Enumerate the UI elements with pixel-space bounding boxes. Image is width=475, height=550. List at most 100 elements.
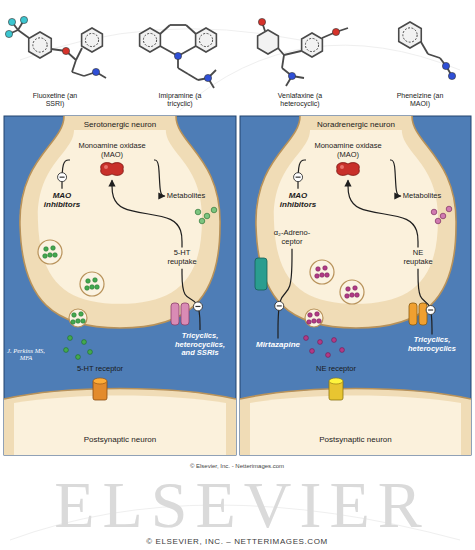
neuron-outline — [240, 385, 471, 455]
molecule-ring — [29, 32, 52, 58]
drug-box: Mirtazapine — [254, 338, 302, 351]
artist-signature: J. Perkins MS, MFA — [6, 347, 46, 362]
molecule-ring — [82, 28, 103, 52]
neurotransmitter — [85, 286, 90, 291]
molecule-bond — [282, 55, 284, 68]
node-label: 5-HT receptor — [77, 365, 123, 374]
node-label: NE reuptake — [398, 249, 438, 266]
inhibition-symbol — [193, 302, 202, 311]
neuron-membrane — [240, 389, 471, 400]
drug-name: Imipramine (a tricyclic) — [154, 92, 206, 108]
vesicle — [38, 240, 62, 264]
atom — [5, 30, 12, 37]
panel — [240, 116, 471, 455]
neurotransmitter — [312, 319, 317, 324]
metabolite — [195, 209, 201, 215]
atom — [204, 74, 211, 81]
neurotransmitter — [346, 287, 351, 292]
neurotransmitter — [72, 313, 77, 318]
atom — [62, 47, 69, 54]
neurotransmitter — [43, 254, 48, 259]
metabolite — [446, 206, 452, 212]
serotonin-receptor — [93, 378, 107, 384]
molecule-bond — [186, 25, 196, 34]
neurotransmitter — [93, 278, 98, 283]
vesicle — [310, 260, 334, 284]
presynaptic-neuron: Monoamine oxidase (MAO)MetabolitesMAO in… — [250, 116, 462, 330]
norepinephrine-molecule — [326, 353, 331, 358]
norepinephrine-molecule — [332, 338, 337, 343]
postsynaptic-neuron: Postsynaptic neuron — [4, 385, 236, 455]
atom — [258, 18, 265, 25]
molecule-bond — [284, 51, 301, 55]
neuron-highlight — [38, 130, 202, 304]
node-label: Metabolites — [403, 192, 441, 201]
molecule-bond — [278, 48, 284, 55]
atom — [92, 68, 99, 75]
drug-name: Phenelzine (an MAOI) — [394, 92, 446, 108]
aromatic-circle — [403, 28, 417, 42]
molecule-bond — [170, 24, 186, 26]
enzyme-highlight — [340, 165, 344, 169]
enzyme-box: Monoamine oxidase (MAO) — [306, 140, 390, 180]
molecule-bond — [160, 25, 170, 34]
vesicle — [80, 272, 104, 296]
enzyme-shape — [101, 163, 124, 176]
molecule-ring — [258, 30, 279, 54]
aromatic-circle — [199, 33, 212, 46]
neurotransmitter — [86, 279, 91, 284]
neuron-label: Postsynaptic neuron — [240, 435, 471, 444]
neuron-highlight — [14, 396, 226, 456]
molecule-bond — [178, 68, 188, 74]
serotonin-molecule — [68, 336, 73, 341]
serotonin-molecule — [88, 350, 93, 355]
node-label: MAO inhibitors — [40, 191, 84, 209]
neurotransmitter — [95, 285, 100, 290]
molecule-ring — [140, 28, 161, 52]
neuron-highlight — [274, 130, 438, 304]
receptor-box: 5-HT receptor — [75, 363, 125, 376]
metabolites-box: Metabolites — [401, 190, 443, 203]
transporter-box: 5-HT reuptake — [160, 247, 204, 268]
node-label: 5-HT reuptake — [162, 249, 202, 266]
reuptake-transporter — [419, 303, 427, 325]
enzyme-box: Monoamine oxidase (MAO) — [70, 140, 154, 180]
metabolite — [435, 218, 441, 224]
molecule-bond — [18, 30, 29, 38]
reuptake-transporter — [171, 303, 179, 325]
neurotransmitter — [71, 320, 76, 325]
aromatic-circle — [143, 33, 156, 46]
inhibition-symbol — [277, 305, 282, 306]
aromatic-circle — [85, 33, 98, 46]
neuron-body — [256, 116, 456, 328]
neuron-body — [240, 389, 471, 456]
neuron-body — [20, 116, 220, 328]
reuptake-transporter — [409, 303, 417, 325]
copyright-note: © Elsevier, Inc. - Netterimages.com — [188, 463, 286, 470]
atom — [442, 62, 449, 69]
metabolite — [211, 207, 217, 213]
norepinephrine-molecule — [304, 336, 309, 341]
norepinephrine-molecule — [310, 349, 315, 354]
atom — [174, 52, 181, 59]
aromatic-circle — [305, 38, 318, 51]
enzyme-shape — [337, 163, 360, 176]
watermark: ELSEVIER — [54, 472, 430, 538]
node-label: Metabolites — [167, 192, 205, 201]
neuron-outline — [4, 385, 236, 455]
neurotransmitter — [345, 294, 350, 299]
molecule-bond — [421, 42, 428, 54]
neurotransmitter — [317, 319, 322, 324]
vesicle — [69, 309, 87, 327]
enzyme-symbol — [333, 160, 363, 178]
neurotransmitter — [307, 320, 312, 325]
neuron-membrane — [256, 116, 456, 328]
molecule-bond — [188, 74, 198, 80]
neurotransmitter — [53, 253, 58, 258]
neurotransmitter — [48, 253, 53, 258]
drug-name: Venlafaxine (a heterocyclic) — [269, 92, 331, 108]
molecule-ring — [196, 28, 217, 52]
metabolite — [204, 213, 210, 219]
serotonin-molecule — [64, 348, 69, 353]
inhibition-symbol — [275, 301, 284, 310]
